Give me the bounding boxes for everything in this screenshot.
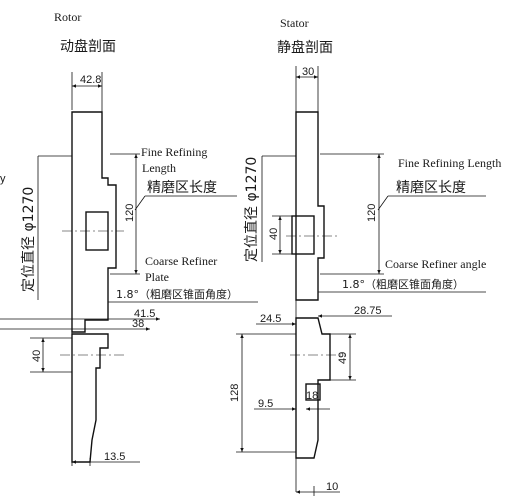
stator-fine-refining-cn: 精磨区长度 (396, 180, 466, 196)
svg-text:9.5: 9.5 (258, 398, 273, 410)
rotor-fine-length-dimension: 120 (110, 153, 140, 275)
rotor-view: Rotor 动盘剖面 42.8 Fine Refining Length 精磨区… (0, 10, 258, 466)
svg-text:y: y (0, 173, 6, 185)
stator-dim-49: 49 (330, 333, 356, 381)
svg-text:24.5: 24.5 (260, 313, 281, 325)
svg-text:128: 128 (229, 384, 241, 402)
svg-text:49: 49 (337, 352, 349, 364)
stator-title-cn: 静盘剖面 (277, 39, 333, 56)
stator-dim-40: 40 (268, 215, 292, 255)
rotor-plate-section (71, 111, 117, 333)
svg-text:Plate: Plate (145, 270, 169, 284)
svg-text:定位直径 φ1270: 定位直径 φ1270 (20, 187, 37, 292)
stator-top-width-dimension: 30 (295, 66, 319, 112)
stator-bolt-hole (291, 215, 315, 255)
stator-lower-section (295, 317, 331, 459)
stator-view: Stator 静盘剖面 30 40 Fine Refining Length 精… (229, 16, 501, 496)
rotor-lower-section (71, 333, 109, 463)
rotor-title-cn: 动盘剖面 (60, 38, 116, 55)
stator-dimensions-9-18: 9.5 18 (254, 390, 330, 411)
rotor-top-width-dimension: 42.8 (71, 72, 103, 112)
stator-fine-length-dimension: 120 (320, 153, 384, 275)
rotor-diameter-dimension: 定位直径 φ1270 (20, 155, 72, 300)
svg-text:Fine Refining Length: Fine Refining Length (398, 156, 501, 170)
svg-text:定位直径 φ1270: 定位直径 φ1270 (243, 157, 260, 262)
svg-text:120: 120 (366, 204, 378, 222)
svg-text:42.8: 42.8 (80, 74, 101, 86)
stator-dim-128: 128 (229, 333, 296, 453)
stator-groove (305, 383, 321, 401)
svg-text:38: 38 (132, 318, 144, 330)
stator-dim-10: 10 (296, 481, 340, 496)
rotor-dim-13-5: 13.5 (72, 451, 140, 466)
rotor-fine-refining-cn: 精磨区长度 (147, 180, 217, 196)
svg-text:Length: Length (142, 161, 176, 175)
svg-text:Fine Refining: Fine Refining (141, 145, 207, 159)
svg-text:28.75: 28.75 (354, 305, 382, 317)
stator-angle-label: 1.8°（粗磨区锥面角度） (342, 277, 464, 291)
stator-title-en: Stator (280, 16, 309, 30)
stator-plate-section (295, 111, 325, 301)
rotor-angle-label: 1.8°（粗磨区锥面角度） (116, 287, 238, 301)
svg-text:Coarse Refiner: Coarse Refiner (145, 254, 217, 268)
svg-text:30: 30 (302, 66, 314, 78)
svg-text:41.5: 41.5 (134, 308, 155, 320)
svg-text:120: 120 (124, 204, 136, 222)
svg-text:40: 40 (31, 350, 43, 362)
svg-text:13.5: 13.5 (104, 451, 125, 463)
svg-text:18: 18 (306, 390, 318, 402)
rotor-dimensions-41-38: 41.5 38 (0, 308, 160, 331)
stator-dimensions-24-28: 24.5 28.75 (256, 305, 392, 326)
svg-text:10: 10 (326, 481, 338, 493)
rotor-title-en: Rotor (54, 10, 81, 24)
svg-text:40: 40 (268, 228, 280, 240)
stator-diameter-dimension: 定位直径 φ1270 (243, 155, 296, 262)
rotor-dim-40: 40 (30, 337, 72, 373)
svg-text:Coarse Refiner angle: Coarse Refiner angle (385, 257, 486, 271)
